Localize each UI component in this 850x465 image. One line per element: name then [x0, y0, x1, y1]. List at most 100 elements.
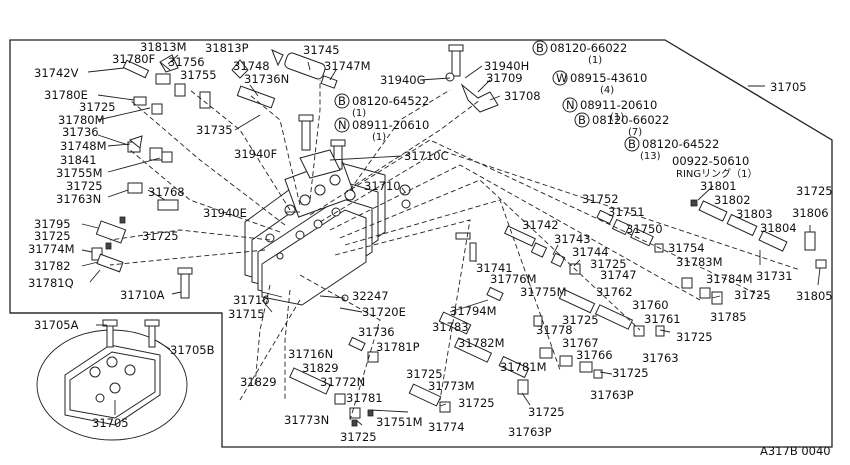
bracket-31709: [445, 72, 499, 113]
label-31725d: 31725: [34, 229, 71, 243]
label-00922-50610: 00922-50610: [672, 154, 749, 168]
label-31772N: 31772N: [320, 375, 365, 389]
label-31773M: 31773M: [428, 379, 475, 393]
label-31705: 31705: [770, 80, 807, 94]
label-31720E: 31720E: [362, 305, 406, 319]
label-31785: 31785: [710, 310, 747, 324]
bracket-31940F: [299, 149, 341, 179]
label-31781M: 31781M: [500, 360, 547, 374]
label-31710A: 31710A: [120, 288, 165, 302]
std-qty-7: (1): [372, 132, 386, 143]
left-spool-parts: [91, 49, 284, 273]
label-ring: RINGリング（1）: [676, 167, 758, 180]
bolt-31940F: [298, 114, 346, 170]
label-31795: 31795: [34, 217, 71, 231]
label-31725h: 31725: [528, 405, 565, 419]
label-31803: 31803: [736, 207, 773, 221]
label-31780F: 31780F: [112, 52, 155, 66]
label-31743: 31743: [554, 232, 591, 246]
label-31725f: 31725: [458, 396, 495, 410]
label-31802: 31802: [714, 193, 751, 207]
label-31715: 31715: [228, 307, 265, 321]
label-31783: 31783: [432, 320, 469, 334]
label-31773N: 31773N: [284, 413, 329, 427]
label-31775M: 31775M: [520, 285, 567, 299]
label-31736N: 31736N: [244, 72, 289, 86]
std-number-2: 08915-43610: [570, 71, 647, 85]
label-31766: 31766: [576, 348, 613, 362]
std-number-6: 08120-64522: [352, 94, 429, 108]
label-31736b: 31736: [358, 325, 395, 339]
label-31763: 31763: [642, 351, 679, 365]
label-31747M: 31747M: [324, 59, 371, 73]
label-31763N: 31763N: [56, 192, 101, 206]
label-31755: 31755: [180, 68, 217, 82]
label-31781: 31781: [346, 391, 383, 405]
label-31813M: 31813M: [140, 40, 187, 54]
diagram-code: A317B 0040: [760, 444, 831, 458]
std-prefix-2: W: [556, 71, 567, 85]
bolt-31710A: [177, 267, 193, 299]
label-31940F: 31940F: [234, 147, 277, 161]
std-qty-2: (4): [600, 85, 614, 96]
label-31716N: 31716N: [288, 347, 333, 361]
label-31710C: 31710C: [404, 149, 449, 163]
std-number-1: 08120-66022: [550, 41, 627, 55]
label-31780M: 31780M: [58, 113, 105, 127]
label-31725j: 31725: [676, 330, 713, 344]
label-31725i: 31725: [612, 366, 649, 380]
right-spool-train-3: [486, 286, 665, 337]
label-31725e: 31725: [406, 367, 443, 381]
label-31731: 31731: [756, 269, 793, 283]
label-31725n: 31725: [796, 184, 833, 198]
std-prefix-5: B: [628, 137, 636, 151]
dashed-guides: [109, 80, 801, 421]
std-prefix-3: N: [566, 98, 575, 112]
label-31781P: 31781P: [376, 340, 420, 354]
label-31742: 31742: [522, 218, 559, 232]
std-qty-6: (1): [352, 108, 366, 119]
label-31725g: 31725: [340, 430, 377, 444]
label-31781Q: 31781Q: [28, 276, 74, 290]
label-31940G: 31940G: [380, 73, 426, 87]
std-prefix-4: B: [578, 113, 586, 127]
std-number-5: 08120-64522: [642, 137, 719, 151]
label-31725c: 31725: [142, 229, 179, 243]
std-qty-5: (13): [640, 151, 661, 162]
std-part-symbols: [334, 40, 640, 152]
std-number-7: 08911-20610: [352, 118, 429, 132]
label-31780E: 31780E: [44, 88, 88, 102]
label-31794M: 31794M: [450, 304, 497, 318]
right-spool-train-5: [289, 367, 451, 427]
label-31756: 31756: [168, 55, 205, 69]
label-31940E: 31940E: [203, 206, 247, 220]
std-qty-4: (7): [628, 127, 642, 138]
label-31806: 31806: [792, 206, 829, 220]
callout-labels: 31705 31742V 31780F 31813M 31813P 31745 …: [28, 40, 833, 458]
label-32247: 32247: [352, 289, 389, 303]
label-31762: 31762: [596, 285, 633, 299]
label-31763Pb: 31763P: [590, 388, 634, 402]
label-31755M: 31755M: [56, 166, 103, 180]
label-31750: 31750: [626, 222, 663, 236]
label-31783M: 31783M: [676, 255, 723, 269]
std-qty-1: (1): [588, 55, 602, 66]
label-31748M: 31748M: [60, 139, 107, 153]
std-number-4: 08120-66022: [592, 113, 669, 127]
std-prefix-1: B: [536, 41, 544, 55]
std-number-3: 08911-20610: [580, 98, 657, 112]
bolt-31741: [455, 232, 477, 262]
label-31761: 31761: [644, 312, 681, 326]
label-31829b: 31829: [302, 361, 339, 375]
label-31776M: 31776M: [490, 272, 537, 286]
label-31801: 31801: [700, 179, 737, 193]
label-31778: 31778: [536, 323, 573, 337]
label-31782M: 31782M: [458, 336, 505, 350]
right-spool-train-4: [348, 311, 603, 395]
label-31768: 31768: [148, 185, 185, 199]
label-31782: 31782: [34, 259, 71, 273]
label-31747: 31747: [600, 268, 637, 282]
label-31725k: 31725: [562, 313, 599, 327]
label-31705A: 31705A: [34, 318, 79, 332]
cylinder-31745: [284, 52, 338, 89]
